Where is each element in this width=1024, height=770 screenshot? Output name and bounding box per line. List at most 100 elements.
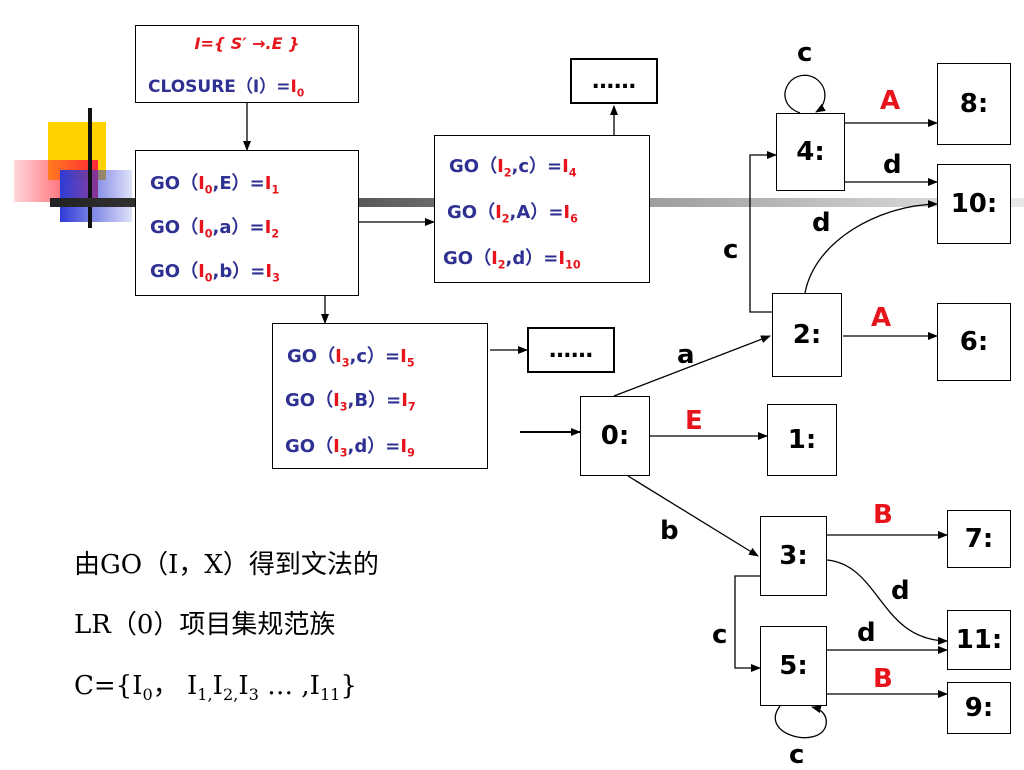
state-11: 11: <box>947 610 1011 670</box>
deco-blue-square <box>60 170 132 222</box>
caption-sub: 3 <box>248 685 259 705</box>
go-transition: GO（I3,B）=I7 <box>285 386 487 414</box>
go-src-sub: 3 <box>341 356 350 370</box>
state-label: 6: <box>959 327 989 357</box>
go-prefix: GO（ <box>287 346 336 367</box>
caption-line-2: LR（0）项目集规范族 <box>74 610 336 640</box>
caption-line-3: C={I0， I1,I2,I3 … ,I11} <box>74 665 357 704</box>
caption-sub: 2, <box>222 685 239 705</box>
edge-label-a: a <box>677 340 695 370</box>
deco-vertical-line <box>88 108 92 228</box>
state-label: 4: <box>796 137 825 167</box>
go-symbol: ,a）= <box>212 217 265 238</box>
go-i2-box: GO（I2,c）=I4 GO（I2,A）=I6 GO（I2,d）=I10 <box>434 135 650 283</box>
go-src-set: I <box>491 248 498 269</box>
go-src-sub: 0 <box>204 183 213 197</box>
go-i0-box: GO（I0,E）=I1 GO（I0,a）=I2 GO（I0,b）=I3 <box>135 150 359 296</box>
state-label: 7: <box>964 524 994 554</box>
go-dst-set: I <box>400 436 408 457</box>
go-transition: GO（I2,A）=I6 <box>447 198 649 226</box>
closure-res-sub: 0 <box>296 87 305 100</box>
go-src-set: I <box>335 346 342 367</box>
edge-label-c-2-4: c <box>723 235 739 265</box>
go-symbol: ,B）= <box>347 390 402 411</box>
closure-result: CLOSURE（I）=I0 <box>148 72 358 99</box>
go-prefix: GO（ <box>150 261 199 282</box>
go-dst-sub: 9 <box>407 446 415 460</box>
go-dst-sub: 10 <box>565 258 581 272</box>
closure-res: I <box>290 77 297 97</box>
go-src-set: I <box>198 173 205 194</box>
state-label: 5: <box>779 651 808 681</box>
go-symbol: ,c）= <box>511 156 563 177</box>
go-dst-set: I <box>558 248 566 269</box>
edge-3-to-5 <box>734 575 761 672</box>
caption-sep: I <box>212 671 223 701</box>
edge-label-b: b <box>660 516 679 546</box>
edge-label-d-2-10: d <box>812 208 831 238</box>
go-src-sub: 2 <box>501 212 510 226</box>
edge-label-E: E <box>685 406 703 436</box>
edge-2-to-4 <box>749 151 777 313</box>
edge-label-A-2-6: A <box>871 303 892 333</box>
go-symbol: ,A）= <box>509 202 564 223</box>
edge-label-d-5-11: d <box>857 618 876 648</box>
state-label: 0: <box>600 421 630 451</box>
go-dst-set: I <box>264 217 272 238</box>
go-src-sub: 3 <box>339 446 348 460</box>
go-dst-set: I <box>563 202 571 223</box>
go-dst-set: I <box>264 173 272 194</box>
caption-sub: 11 <box>319 685 341 705</box>
state-8: 8: <box>937 63 1011 145</box>
state-label: 3: <box>779 541 808 571</box>
ellipsis-text: …… <box>549 337 593 363</box>
go-prefix: GO（ <box>443 248 492 269</box>
edge-label-c-4-loop: c <box>797 38 813 68</box>
go-prefix: GO（ <box>150 173 199 194</box>
go-dst-sub: 2 <box>271 227 280 241</box>
ellipsis-text: …… <box>592 68 636 94</box>
state-label: 10: <box>950 189 998 219</box>
go-src-set: I <box>495 202 502 223</box>
go-src-set: I <box>497 156 504 177</box>
go-symbol: ,b）= <box>212 261 266 282</box>
go-prefix: GO（ <box>285 390 334 411</box>
state-4: 4: <box>776 113 845 191</box>
edge-0-to-3 <box>627 475 759 557</box>
go-transition: GO（I2,d）=I10 <box>443 244 649 272</box>
go-transition: GO（I0,b）=I3 <box>150 257 358 285</box>
go-dst-sub: 1 <box>271 183 280 197</box>
caption-sub: 0 <box>142 685 153 705</box>
state-label: 8: <box>959 89 989 119</box>
go-transition: GO（I3,d）=I9 <box>285 432 487 460</box>
edge-label-c-5-loop: c <box>789 740 805 770</box>
state-9: 9: <box>947 682 1011 734</box>
go-dst-set: I <box>265 261 273 282</box>
go-transition: GO（I0,E）=I1 <box>150 169 358 197</box>
go-src-sub: 2 <box>503 166 512 180</box>
edge-2-to-10 <box>804 200 938 294</box>
state-1: 1: <box>767 404 837 476</box>
edge-label-d-3-11: d <box>891 576 910 606</box>
go-transition: GO（I0,a）=I2 <box>150 213 358 241</box>
go-transition: GO（I2,c）=I4 <box>449 152 649 180</box>
go-src-sub: 0 <box>204 271 213 285</box>
edge-5-loop <box>774 705 827 739</box>
edge-label-B-5-9: B <box>873 664 893 694</box>
ellipsis-box-top: …… <box>570 58 658 104</box>
state-label: 2: <box>792 320 822 350</box>
go-src-sub: 3 <box>339 400 348 414</box>
go-dst-sub: 3 <box>272 271 280 285</box>
go-transition: GO（I3,c）=I5 <box>287 342 487 370</box>
caption-set-open: C={I <box>74 671 143 701</box>
go-prefix: GO（ <box>449 156 498 177</box>
go-src-set: I <box>333 390 340 411</box>
edge-0-to-2 <box>613 335 771 397</box>
closure-box: I={ S′ →.E } CLOSURE（I）=I0 <box>135 25 359 103</box>
go-i3-box: GO（I3,c）=I5 GO（I3,B）=I7 GO（I3,d）=I9 <box>272 323 488 469</box>
caption-sep: … ,I <box>258 671 320 701</box>
caption-set-close: } <box>340 671 357 701</box>
state-0: 0: <box>580 396 650 476</box>
state-10: 10: <box>937 164 1011 244</box>
